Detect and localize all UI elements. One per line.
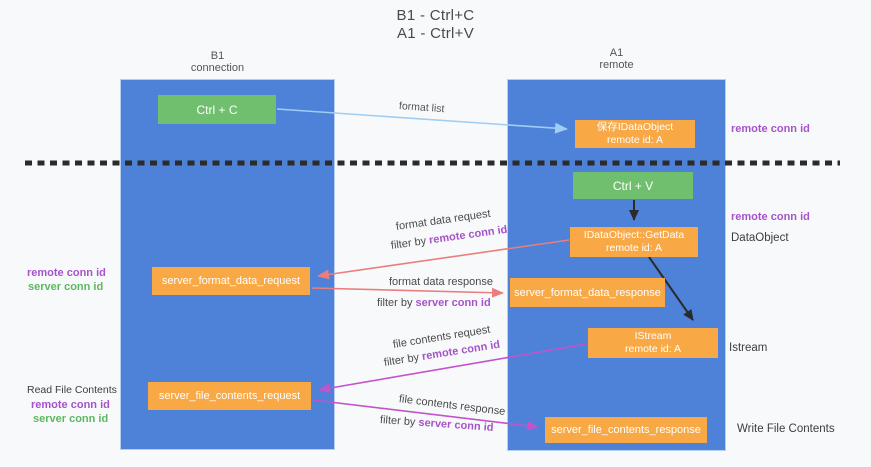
node-save-dataobject-line1: 保存IDataObject	[596, 121, 674, 133]
node-getdata: IDataObject::GetData remote id: A	[570, 227, 698, 257]
node-server-file-contents-request-label: server_file_contents_request	[158, 390, 301, 402]
node-istream-line2: remote id: A	[624, 343, 682, 355]
node-ctrl-v: Ctrl + V	[573, 172, 693, 199]
label-remote-conn-id-top-right: remote conn id	[731, 123, 810, 135]
label-format-data-response: format data response	[389, 276, 493, 288]
filter-remote-conn-id: remote conn id	[428, 223, 509, 247]
filter-by-text: filter by	[383, 351, 423, 369]
label-dataobject: DataObject	[731, 232, 789, 244]
column-b1-name: B1	[210, 50, 225, 62]
node-ctrl-c-label: Ctrl + C	[196, 102, 238, 117]
label-server-conn-id-left-upper: server conn id	[28, 281, 104, 293]
column-a1-name: A1	[609, 47, 624, 59]
filter-server-conn-id: server conn id	[418, 416, 494, 434]
column-a1-role: remote	[599, 59, 634, 71]
filter-by-text: filter by	[377, 297, 416, 309]
node-server-format-data-response: server_format_data_response	[510, 278, 665, 307]
label-read-file-contents: Read File Contents	[27, 384, 117, 396]
label-filter-server-2: filter by server conn id	[380, 414, 494, 434]
label-remote-conn-id-left-upper: remote conn id	[27, 267, 106, 279]
label-remote-conn-id-left-lower: remote conn id	[31, 399, 110, 411]
filter-server-conn-id: server conn id	[415, 297, 491, 309]
filter-by-text: filter by	[379, 414, 419, 429]
node-ctrl-v-label: Ctrl + V	[612, 178, 654, 193]
label-file-contents-response: file contents response	[398, 393, 506, 418]
filter-by-text: filter by	[390, 234, 430, 252]
node-save-dataobject-line2: remote id: A	[606, 134, 664, 146]
node-server-format-data-request-label: server_format_data_request	[161, 275, 301, 287]
node-save-dataobject: 保存IDataObject remote id: A	[575, 120, 695, 148]
node-getdata-line1: IDataObject::GetData	[583, 229, 685, 241]
node-ctrl-c: Ctrl + C	[158, 95, 276, 124]
column-header-a1: A1 remote	[507, 47, 726, 71]
node-server-format-data-response-label: server_format_data_response	[514, 286, 661, 299]
node-server-file-contents-response: server_file_contents_response	[545, 417, 707, 443]
label-istream: Istream	[729, 342, 768, 354]
label-write-file-contents: Write File Contents	[737, 423, 835, 435]
diagram-title-line1: B1 - Ctrl+C	[396, 7, 475, 24]
diagram-title-line2: A1 - Ctrl+V	[396, 25, 475, 42]
label-remote-conn-id-mid-right: remote conn id	[731, 211, 810, 223]
node-istream: IStream remote id: A	[588, 328, 718, 358]
column-header-b1: B1 connection	[120, 50, 315, 74]
label-filter-server-1: filter by server conn id	[377, 297, 491, 309]
label-format-list: format list	[398, 100, 445, 116]
column-b1-role: connection	[190, 62, 245, 74]
node-server-format-data-request: server_format_data_request	[152, 267, 310, 295]
arrow-format-data-response	[311, 287, 504, 298]
node-getdata-line2: remote id: A	[605, 242, 663, 254]
label-server-conn-id-left-lower: server conn id	[33, 413, 109, 425]
node-server-file-contents-response-label: server_file_contents_response	[551, 424, 701, 436]
node-server-file-contents-request: server_file_contents_request	[148, 382, 311, 410]
node-istream-line1: IStream	[634, 330, 672, 342]
